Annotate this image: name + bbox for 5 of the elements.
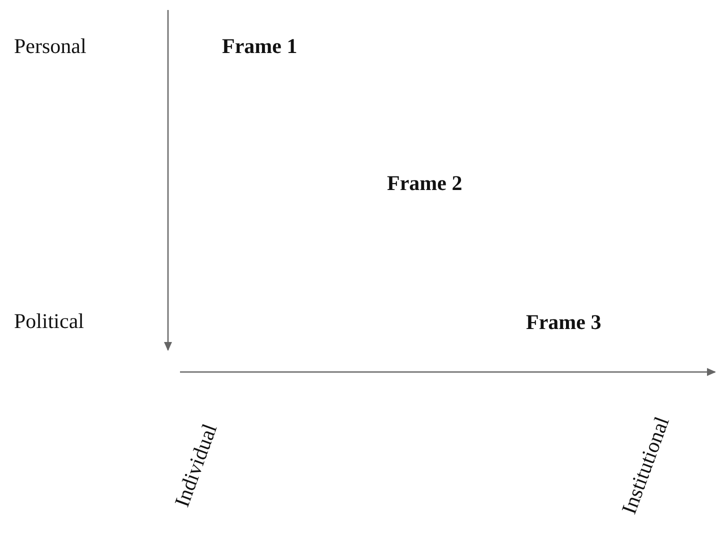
frame-label: Frame 3 [526,312,602,333]
axis-label: Political [14,311,84,332]
axis-label: Personal [14,36,86,57]
frame-label: Frame 1 [222,36,298,57]
frame-label: Frame 2 [387,173,462,194]
